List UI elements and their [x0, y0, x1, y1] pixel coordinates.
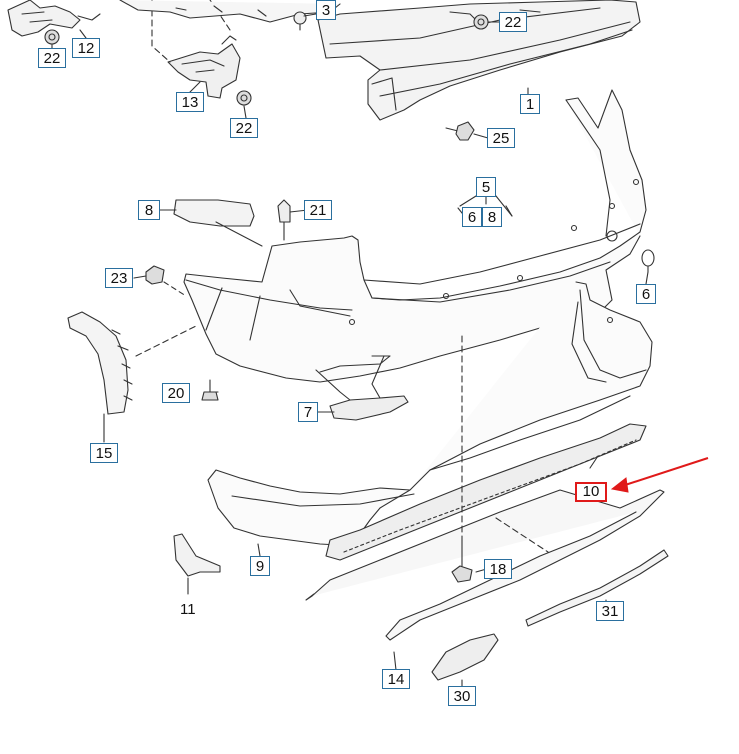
bumper-cover-upper: [184, 90, 646, 382]
callout-10: 10: [575, 482, 607, 502]
callout-20: 20: [162, 383, 190, 403]
side-trim-15: [68, 312, 132, 414]
callout-15: 15: [90, 443, 118, 463]
nut-22-c: [474, 15, 488, 29]
lower-skirt-9: [208, 282, 652, 546]
reflector-8: [174, 200, 254, 226]
bolt-20: [202, 380, 218, 400]
callout-1: 1: [520, 94, 540, 114]
callout-14: 14: [382, 669, 410, 689]
callout-8-a: 8: [138, 200, 160, 220]
trim-strip-14: [306, 490, 664, 640]
callout-25: 25: [487, 128, 515, 148]
clip-23: [146, 266, 186, 296]
callout-23: 23: [105, 268, 133, 288]
nut-22-b: [237, 91, 251, 105]
grommet-6: [642, 250, 654, 272]
highlight-arrow: [612, 458, 708, 492]
side-bracket-left: [8, 0, 100, 36]
callout-5: 5: [476, 177, 496, 197]
bolt-25: [446, 122, 474, 140]
diffuser-10: [326, 424, 646, 560]
callout-3: 3: [316, 0, 336, 20]
impact-bar-1: [318, 0, 640, 120]
reflector-7: [330, 396, 408, 420]
callout-11: 11: [180, 601, 196, 618]
nut-22-a: [45, 30, 59, 48]
callout-6-a: 6: [462, 207, 482, 227]
callout-12: 12: [72, 38, 100, 58]
mounting-bracket-13: [168, 36, 240, 98]
bracket-11: [174, 534, 220, 576]
callout-22-a: 22: [38, 48, 66, 68]
callout-9: 9: [250, 556, 270, 576]
callout-22-c: 22: [499, 12, 527, 32]
callout-22-b: 22: [230, 118, 258, 138]
strip-31: [526, 550, 668, 626]
callout-18: 18: [484, 559, 512, 579]
callout-6-b: 6: [636, 284, 656, 304]
callout-21: 21: [304, 200, 332, 220]
callout-31: 31: [596, 601, 624, 621]
clip-21: [278, 200, 290, 240]
callout-13: 13: [176, 92, 204, 112]
trim-30: [432, 634, 498, 680]
clip-18: [452, 540, 472, 582]
callout-8-b: 8: [482, 207, 502, 227]
clip-3: [294, 12, 306, 30]
body-panel-fragment: [120, 0, 340, 22]
callout-30: 30: [448, 686, 476, 706]
callout-7: 7: [298, 402, 318, 422]
